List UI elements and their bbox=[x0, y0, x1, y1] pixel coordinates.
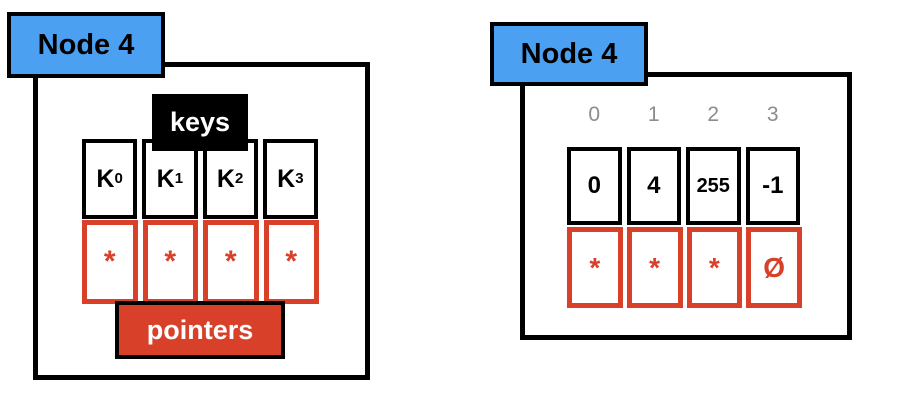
pointer-cell: * bbox=[203, 220, 259, 304]
key-cell: 255 bbox=[686, 147, 741, 225]
pointer-asterisk-glyph: * bbox=[285, 245, 298, 278]
pointer-asterisk-glyph: * bbox=[708, 251, 720, 283]
pointer-asterisk-glyph: * bbox=[649, 251, 661, 283]
pointer-cell: * bbox=[82, 220, 138, 304]
key-cell: 0 bbox=[567, 147, 622, 225]
key-label: K bbox=[96, 164, 115, 193]
pointer-asterisk-glyph: * bbox=[224, 245, 237, 278]
index-label: 3 bbox=[766, 103, 779, 126]
pointer-cell: * bbox=[142, 220, 198, 304]
pointer-asterisk-glyph: * bbox=[589, 251, 601, 283]
key-label: K bbox=[277, 164, 296, 193]
left-keys-callout-label: keys bbox=[152, 94, 248, 151]
left-node-title-badge: Node 4 bbox=[7, 12, 165, 78]
right-node-title-text: Node 4 bbox=[520, 37, 618, 70]
index-label: 0 bbox=[588, 103, 601, 126]
index-label: 1 bbox=[647, 103, 660, 126]
pointer-asterisk-glyph: * bbox=[103, 245, 116, 278]
key-cell: 4 bbox=[626, 147, 681, 225]
null-pointer-glyph: Ø bbox=[763, 251, 786, 283]
key-cell: -1 bbox=[745, 147, 800, 225]
right-index-row: 0 1 2 3 bbox=[567, 100, 800, 130]
pointer-cell: * bbox=[686, 227, 743, 308]
pointer-cell: * bbox=[263, 220, 319, 304]
left-pointers-row: * * * * bbox=[82, 220, 319, 304]
right-keys-row: 0 4 255 -1 bbox=[567, 147, 800, 225]
right-node-title-badge: Node 4 bbox=[490, 22, 648, 86]
pointer-cell: * bbox=[626, 227, 683, 308]
pointer-cell: * bbox=[567, 227, 623, 308]
key-label: K bbox=[156, 164, 175, 193]
left-node-title-text: Node 4 bbox=[37, 28, 135, 61]
index-label: 2 bbox=[707, 103, 720, 126]
left-pointers-label-text: pointers bbox=[146, 314, 254, 345]
pointer-cell: Ø bbox=[746, 227, 802, 308]
right-pointers-row: * * * Ø bbox=[567, 227, 802, 308]
left-keys-label-text: keys bbox=[169, 107, 231, 137]
left-pointers-callout-label: pointers bbox=[115, 301, 285, 359]
key-label: K bbox=[216, 164, 235, 193]
pointer-asterisk-glyph: * bbox=[164, 245, 177, 278]
